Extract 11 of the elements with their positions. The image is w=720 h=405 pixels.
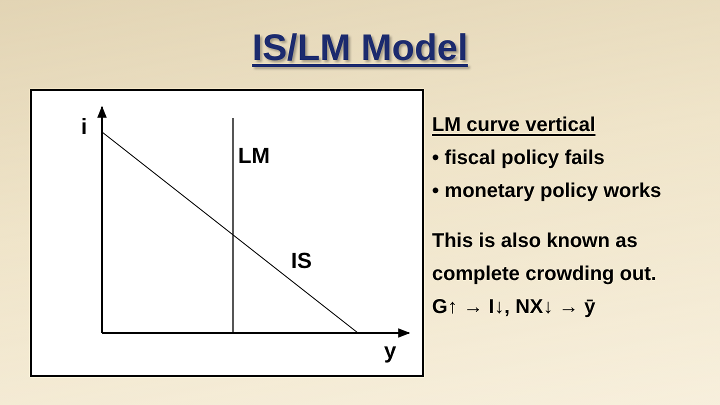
curve-label: LM	[238, 145, 270, 167]
axis-label: y	[384, 340, 396, 362]
note-text: This is also known as complete crowding out.	[432, 229, 658, 287]
bullet-item: • monetary policy works	[432, 179, 662, 204]
formula: G↑ → I↓, NX↓ → ȳ	[432, 295, 596, 320]
heading: LM curve vertical	[432, 113, 596, 138]
curve-label: IS	[291, 250, 312, 272]
slide-title: IS/LM Model	[252, 26, 468, 70]
bullet-item: • fiscal policy fails	[432, 146, 605, 171]
axis-label: i	[81, 116, 88, 138]
graph-panel	[30, 89, 424, 377]
